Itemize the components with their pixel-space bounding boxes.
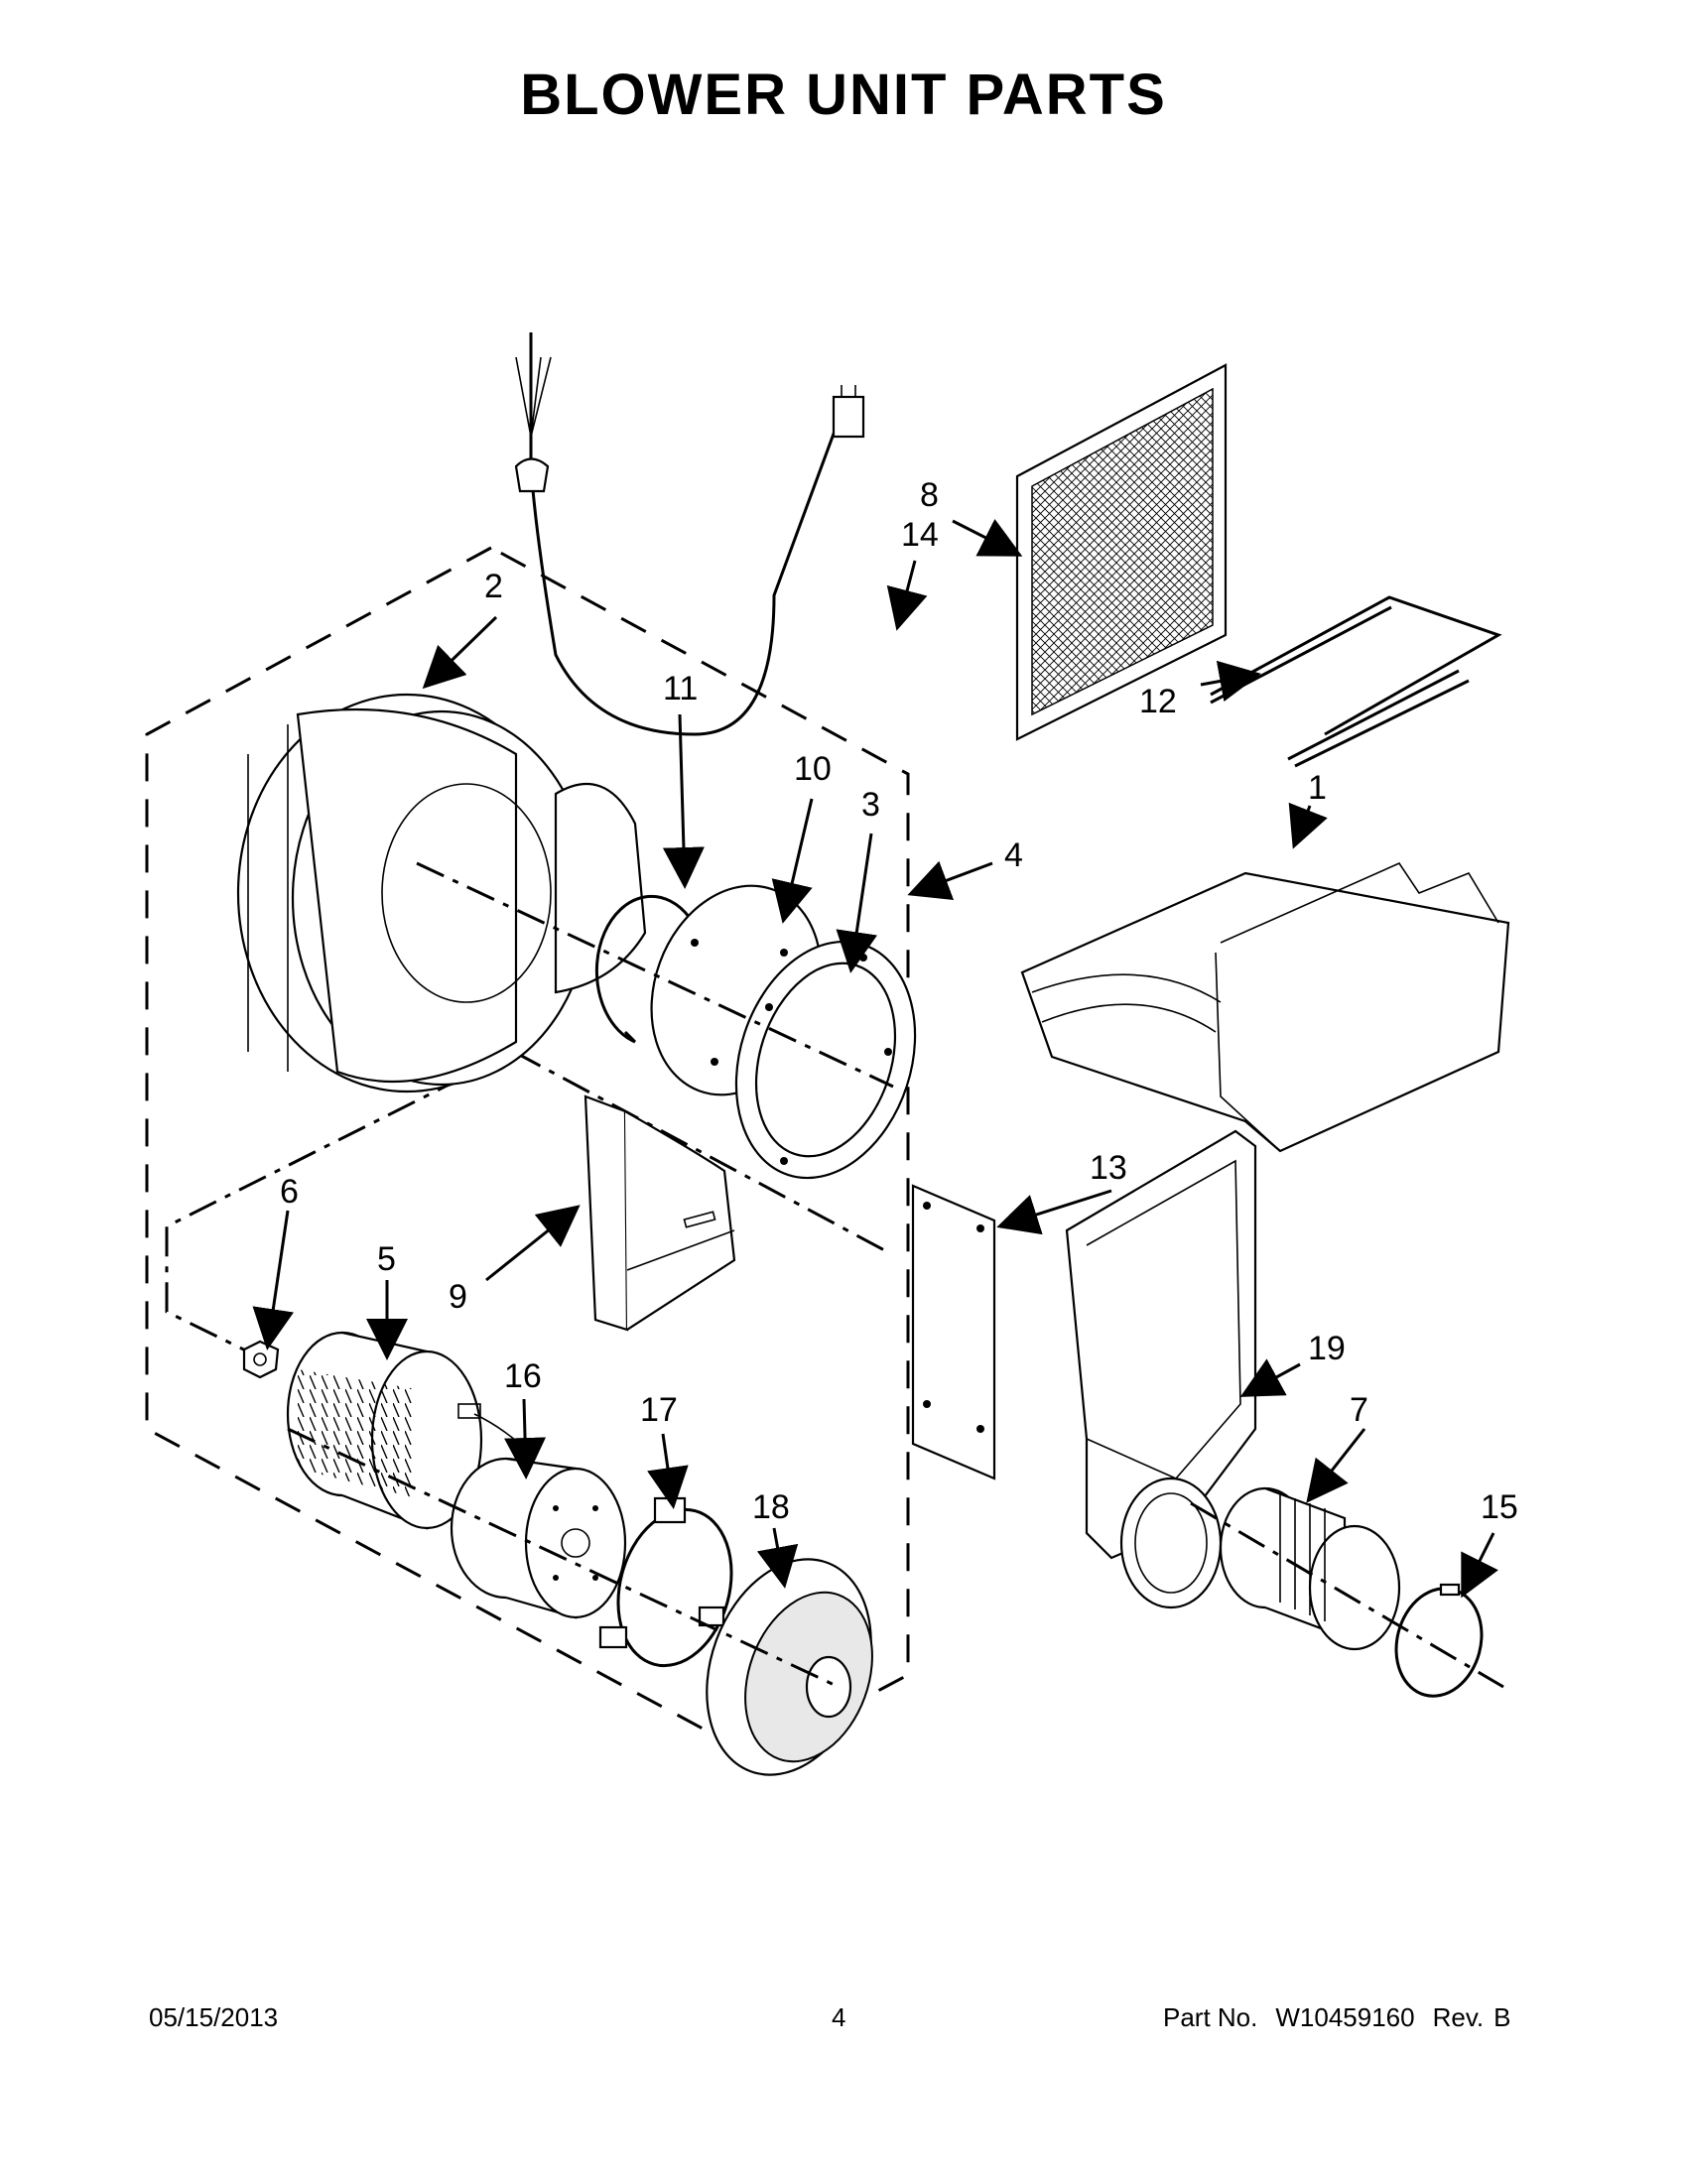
power-cord: [514, 332, 865, 736]
callout-17: 17: [640, 1391, 678, 1429]
callout-4: 4: [1004, 836, 1023, 874]
callout-numbers: 1 2 3 4 5 6 7 8 9 10 11 12 13 14 15 16 1…: [280, 476, 1518, 1526]
callout-16: 16: [504, 1357, 542, 1395]
callout-15: 15: [1481, 1488, 1518, 1526]
callout-18: 18: [752, 1488, 790, 1526]
callout-13: 13: [1090, 1149, 1127, 1187]
motor-clamp: [598, 1496, 733, 1668]
callout-8: 8: [920, 476, 939, 514]
vent-shroud: [1065, 1129, 1257, 1609]
callout-14: 14: [901, 516, 939, 554]
flex-duct: [1219, 1486, 1401, 1651]
gasket-ring: [734, 940, 917, 1180]
callout-12: 12: [1139, 683, 1177, 720]
snap-ring: [594, 894, 692, 1044]
callout-1: 1: [1308, 769, 1327, 807]
axis-line-lower: [287, 1427, 840, 1689]
rev-value: B: [1493, 2002, 1511, 2032]
callout-10: 10: [794, 750, 832, 788]
blower-wheel: [286, 1331, 483, 1530]
motor-cover: [706, 1558, 873, 1776]
filter-grille: [1015, 363, 1228, 741]
hex-nut: [242, 1340, 280, 1379]
callout-6: 6: [280, 1173, 299, 1211]
footer-date: 05/15/2013: [149, 2002, 279, 2032]
part-number: W10459160: [1275, 2002, 1415, 2032]
callout-19: 19: [1308, 1330, 1346, 1367]
access-panel: [911, 1184, 996, 1480]
assembly-boundary: [145, 546, 910, 1758]
axis-line-upper: [416, 861, 894, 1089]
duct-housing: [1020, 861, 1510, 1153]
callout-3: 3: [861, 786, 880, 824]
rev-label: Rev.: [1432, 2002, 1485, 2032]
gasket-strip: [1210, 595, 1502, 768]
part-label: Part No.: [1163, 2002, 1258, 2032]
axis-line-duct: [1190, 1501, 1504, 1689]
leader-lines: [252, 518, 1498, 1599]
callout-9: 9: [449, 1278, 467, 1316]
page-title: BLOWER UNIT PARTS: [520, 63, 1167, 127]
blower-housing: [236, 693, 647, 1093]
callout-5: 5: [377, 1240, 396, 1278]
footer-page-number: 4: [832, 2002, 846, 2032]
footer-part-number: Part No. W10459160 Rev. B: [1163, 2002, 1528, 2033]
drive-motor: [450, 1403, 627, 1619]
duct-clamp: [1394, 1583, 1484, 1698]
callout-2: 2: [484, 568, 503, 605]
motor-bracket: [584, 1094, 736, 1332]
callout-7: 7: [1350, 1391, 1368, 1429]
callout-11: 11: [663, 670, 698, 707]
